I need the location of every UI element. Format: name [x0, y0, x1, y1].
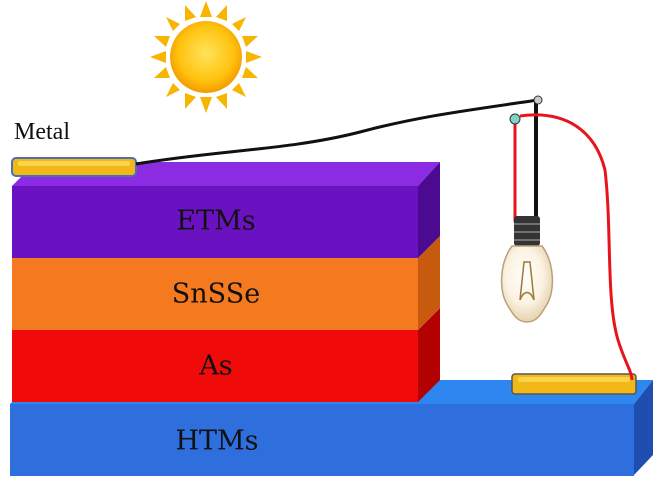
etms-layer: ETMs: [12, 162, 440, 258]
etms-side-face: [418, 162, 440, 258]
as-front-face: [12, 330, 418, 402]
metal-label: Metal: [14, 119, 70, 145]
etms-label: ETMs: [176, 206, 255, 237]
black-wire: [135, 98, 539, 166]
htms-front-face: [10, 404, 634, 476]
top-metal-contact: [11, 157, 137, 177]
red-wire-right: [519, 113, 634, 381]
light-bulb-icon: [500, 216, 554, 323]
htms-side-face: [634, 380, 653, 475]
snsse-label: SnSSe: [172, 279, 260, 310]
snsse-side-face: [418, 236, 440, 330]
terminal-screw-left: [509, 113, 521, 125]
as-label: As: [198, 351, 232, 382]
terminal-screw-right: [533, 95, 543, 105]
snsse-front-face: [12, 258, 418, 330]
htms-label: HTMs: [175, 426, 258, 457]
sun-icon: [150, 1, 262, 113]
snsse-layer: SnSSe: [12, 236, 440, 330]
etms-front-face: [12, 186, 418, 258]
bottom-metal-contact: [511, 373, 637, 395]
as-side-face: [418, 308, 440, 402]
as-layer: As: [12, 308, 440, 402]
